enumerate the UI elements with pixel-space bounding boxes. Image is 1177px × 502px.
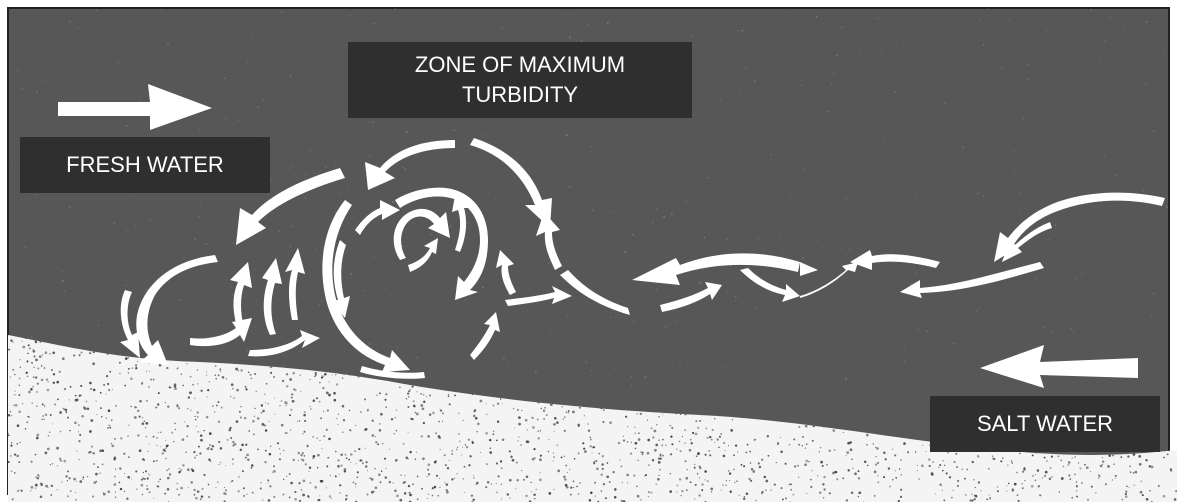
fresh-water-label: FRESH WATER <box>20 137 270 193</box>
salt-water-label: SALT WATER <box>930 396 1160 452</box>
zone-of-maximum-turbidity-label: ZONE OF MAXIMUM TURBIDITY <box>348 42 692 118</box>
zone-label-line1: ZONE OF MAXIMUM <box>348 50 692 80</box>
zone-label-line2: TURBIDITY <box>348 80 692 110</box>
salt-water-text: SALT WATER <box>930 409 1160 439</box>
fresh-water-text: FRESH WATER <box>20 150 270 180</box>
